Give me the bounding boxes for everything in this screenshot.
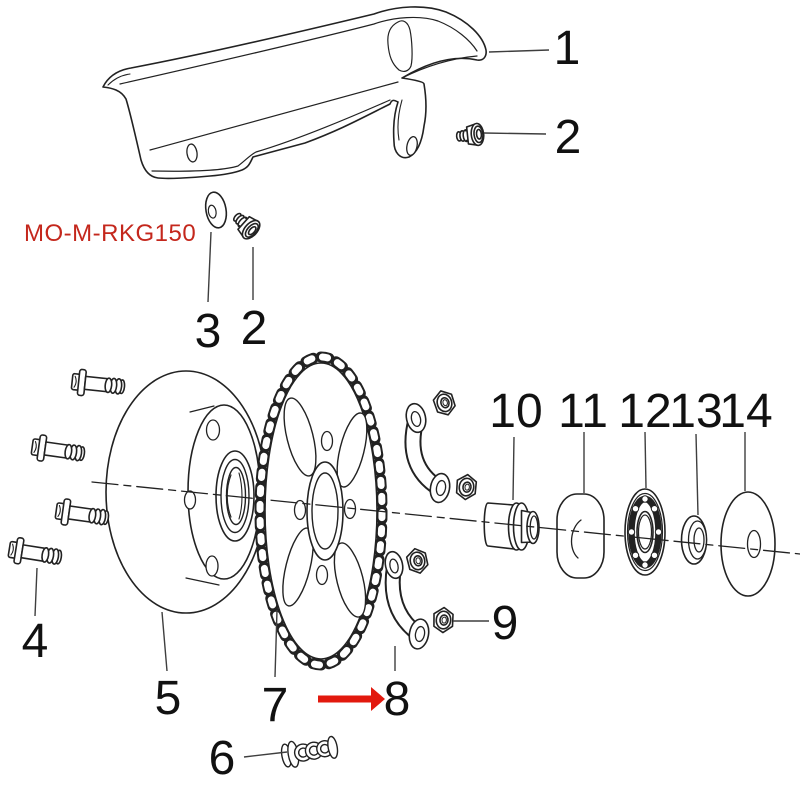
chain-guard-drawing <box>102 6 487 180</box>
leader-line-12 <box>644 431 647 489</box>
callout-2-mid: 2 <box>241 302 268 355</box>
guard-bracket-hole <box>406 135 418 157</box>
hex-nut-drawing <box>404 546 430 576</box>
leader-line-4 <box>34 567 38 617</box>
leader-lines <box>34 49 746 758</box>
hub-bolt-drawing <box>53 496 111 532</box>
sprocket-bolt-hole <box>343 498 357 520</box>
leader-line-2-top <box>483 132 547 135</box>
callout-4: 4 <box>22 615 49 668</box>
sprocket-bolt-hole <box>315 564 329 586</box>
spacer-disc-drawing <box>556 493 605 579</box>
drawing-root <box>6 6 800 768</box>
leader-line-10 <box>512 436 515 501</box>
hex-nut-drawing <box>454 472 479 502</box>
hub-bolt-hole-bottom <box>205 555 219 577</box>
sprocket-cutout <box>283 397 317 477</box>
bearing-balls <box>627 495 663 569</box>
callout-5: 5 <box>155 672 182 725</box>
spacer-bushing-drawing <box>483 502 540 551</box>
guard-mount-hole <box>186 143 198 163</box>
callout-11: 11 <box>558 385 608 438</box>
callout-10: 10 <box>489 385 542 438</box>
hub-bolt-hole-top <box>205 419 221 441</box>
callout-12: 12 <box>618 385 671 438</box>
callout-1: 1 <box>554 22 581 75</box>
sprocket-drawing <box>254 351 388 671</box>
flange-bolt-top-drawing <box>454 122 486 149</box>
red-pointer-arrow-icon <box>318 687 385 711</box>
callout-13: 13 <box>669 385 722 438</box>
sprocket-bolt-hole <box>320 430 334 452</box>
leader-line-6 <box>243 751 288 758</box>
sprocket-cutout <box>333 542 367 618</box>
axis-centerline <box>91 481 800 555</box>
hex-nut-drawing <box>431 605 455 635</box>
sprocket-cutout <box>336 412 368 488</box>
flange-bolt-mid-drawing <box>227 206 264 243</box>
washer-disc-drawing <box>720 491 776 597</box>
hex-nut-drawing <box>430 387 458 419</box>
callout-8: 8 <box>384 673 411 726</box>
callout-7: 7 <box>262 679 289 732</box>
sprocket-bolt-hole <box>293 499 307 521</box>
retainer-plate-upper-drawing <box>404 402 451 504</box>
callout-2-top: 2 <box>555 111 582 164</box>
bearing-drawing <box>624 488 666 576</box>
leader-line-7 <box>274 609 278 678</box>
leader-line-13 <box>695 433 699 516</box>
lock-ring-drawing <box>680 515 708 565</box>
callout-6: 6 <box>209 732 236 785</box>
chain-link-drawing <box>280 735 339 768</box>
part-code-text: MO-M-RKG150 <box>24 220 196 247</box>
hub-bolt-drawing <box>6 535 65 572</box>
hub-bolt-hole-left <box>183 490 197 510</box>
callout-3: 3 <box>195 305 222 358</box>
leader-line-5 <box>161 611 168 672</box>
hub-bolt-drawing <box>29 432 87 468</box>
hub-bolt-drawing <box>69 367 127 401</box>
leader-line-1 <box>488 49 550 53</box>
retainer-plate-lower-drawing <box>384 550 430 650</box>
callout-labels: 1 2 3 2 4 5 6 7 8 9 10 11 12 13 14 <box>22 22 773 785</box>
callout-14: 14 <box>719 385 772 438</box>
washer-drawing <box>204 191 228 229</box>
leader-line-3 <box>207 231 212 303</box>
callout-9: 9 <box>492 597 519 650</box>
hub-drawing <box>105 370 267 614</box>
